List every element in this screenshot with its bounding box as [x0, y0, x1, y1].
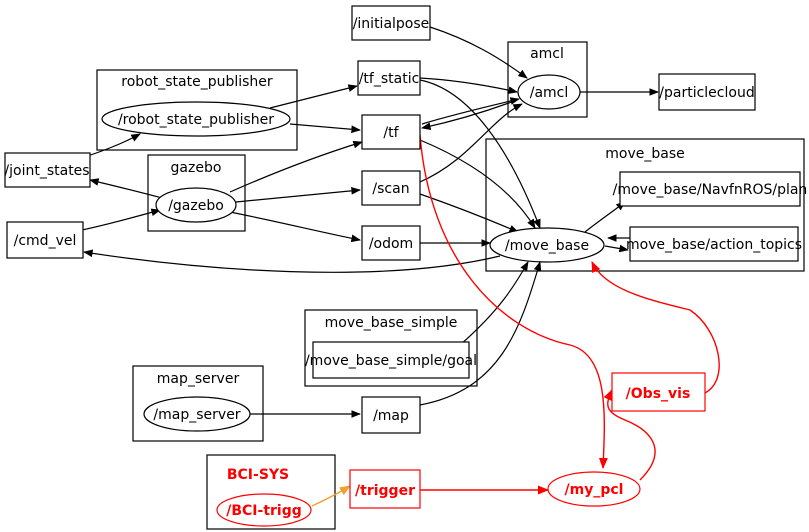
topic-tf-static[interactable]: /tf_static	[357, 60, 421, 96]
edge-gazebo-tf	[229, 140, 363, 193]
topic-label-tf: /tf	[383, 125, 399, 141]
edge-rsp-tfstatic	[269, 84, 358, 109]
cluster-label-amcl: amcl	[530, 46, 564, 62]
cluster-label-gazebo: gazebo	[171, 160, 222, 176]
edge-movebase-plan	[584, 201, 626, 233]
edge-map-movebase	[419, 261, 542, 406]
topic-label-cmd-vel: /cmd_vel	[14, 233, 77, 249]
cluster-move-base-simple: move_base_simple	[304, 309, 478, 387]
node-label-move-base: /move_base	[505, 238, 589, 254]
topic-scan[interactable]: /scan	[361, 170, 421, 206]
edge-tf-mypcl	[419, 134, 608, 470]
topic-obs-vis[interactable]: /Obs_vis	[611, 372, 706, 412]
topic-label-navfn-plan: /move_base/NavfnROS/plan	[613, 182, 808, 198]
edge-movebase-actiontopics	[604, 244, 629, 253]
cluster-label-map-server: map_server	[157, 371, 240, 387]
edge-rsp-tf	[289, 123, 361, 134]
cluster-label-move-base: move_base	[605, 146, 684, 162]
edge-gazebo-scan	[235, 187, 361, 203]
topic-tf[interactable]: /tf	[361, 114, 421, 150]
cluster-label-move-base-simple: move_base_simple	[325, 315, 458, 331]
topic-label-odom: /odom	[369, 236, 413, 252]
edges	[69, 26, 659, 418]
topic-label-tf-static: /tf_static	[359, 71, 420, 87]
topic-label-initialpose: /initialpose	[353, 16, 430, 32]
node-label-my-pcl: /my_pcl	[565, 482, 624, 498]
node-map-server[interactable]: /map_server	[143, 396, 251, 432]
topic-label-goal: /move_base_simple/goal	[305, 353, 477, 369]
cluster-move-base: move_base	[485, 138, 805, 272]
edge-scan-movebase	[419, 193, 519, 233]
topic-label-scan: /scan	[372, 181, 409, 197]
edge-movebase-cmdvel	[83, 249, 501, 273]
edge-tf-movebase	[419, 139, 536, 229]
cluster-amcl: amcl	[507, 41, 588, 118]
topic-label-obs-vis: /Obs_vis	[626, 386, 691, 402]
topic-navfn-plan[interactable]: /move_base/NavfnROS/plan	[613, 171, 808, 207]
node-my-pcl[interactable]: /my_pcl	[547, 471, 641, 507]
node-gazebo[interactable]: /gazebo	[155, 187, 237, 223]
node-label-bci-trigg: /BCI-trigg	[226, 503, 302, 519]
edge-amcl-tf	[421, 99, 518, 130]
topic-odom[interactable]: /odom	[361, 225, 421, 261]
topic-action-topics[interactable]: move_base/action_topics	[626, 226, 802, 262]
topic-goal[interactable]: /move_base_simple/goal	[305, 341, 477, 379]
topic-label-trigger: /trigger	[355, 483, 415, 499]
cluster-gazebo: gazebo	[147, 154, 246, 232]
edge-cmdvel-gazebo	[81, 208, 161, 231]
topic-joint-states[interactable]: /joint_states	[4, 152, 91, 188]
edge-tf-amcl	[421, 97, 520, 125]
topic-particlecloud[interactable]: /particlecloud	[658, 73, 756, 111]
topic-label-particlecloud: /particlecloud	[659, 85, 754, 101]
edge-gazebo-odom	[229, 211, 361, 243]
node-label-gazebo: /gazebo	[168, 198, 224, 214]
node-label-robot-state-publisher: /robot_state_publisher	[118, 112, 274, 128]
node-bci-trigg[interactable]: /BCI-trigg	[216, 493, 312, 527]
topic-label-map: /map	[373, 408, 409, 424]
topic-trigger[interactable]: /trigger	[349, 469, 421, 509]
topic-map[interactable]: /map	[361, 396, 421, 434]
cluster-label-robot-state-publisher: robot_state_publisher	[121, 74, 273, 90]
edge-mypcl-obsvis	[603, 388, 656, 481]
topic-label-action-topics: move_base/action_topics	[626, 237, 802, 253]
topic-cmd-vel[interactable]: /cmd_vel	[6, 221, 84, 259]
topic-initialpose[interactable]: /initialpose	[351, 5, 431, 41]
edge-tfstatic-movebase	[419, 79, 541, 229]
edge-tfstatic-amcl	[419, 77, 518, 94]
node-robot-state-publisher[interactable]: /robot_state_publisher	[101, 101, 291, 137]
node-amcl[interactable]: /amcl	[517, 74, 581, 110]
cluster-map-server: map_server	[132, 365, 264, 442]
node-label-amcl: /amcl	[530, 85, 569, 101]
cluster-label-bci-sys: BCI-SYS	[227, 467, 289, 483]
topic-label-joint-states: /joint_states	[4, 163, 89, 179]
edge-bcitrigg-trigger	[311, 485, 351, 507]
edge-initialpose-amcl	[429, 26, 528, 79]
edge-gazebo-jointstates	[89, 178, 163, 199]
node-label-map-server: /map_server	[153, 407, 240, 423]
bci-edges	[311, 134, 720, 507]
edge-obsvis-movebase	[591, 260, 720, 394]
cluster-robot-state-publisher: robot_state_publisher	[96, 69, 298, 151]
edge-scan-amcl	[419, 103, 523, 183]
node-move-base[interactable]: /move_base	[489, 227, 605, 263]
edge-goal-movebase	[459, 261, 529, 346]
cluster-bci-sys: BCI-SYS	[206, 454, 336, 530]
